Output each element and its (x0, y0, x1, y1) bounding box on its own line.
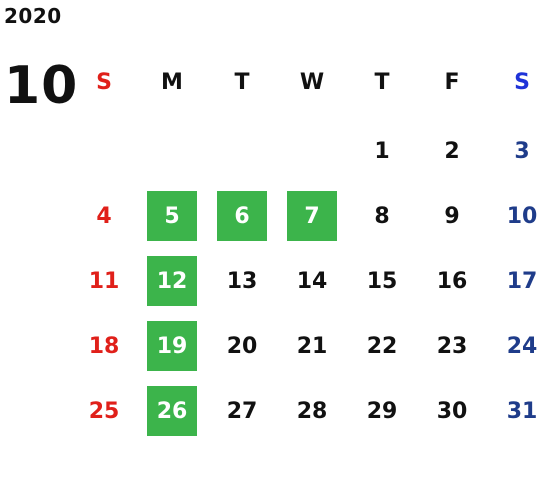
day-cell[interactable]: 9 (444, 203, 460, 229)
weekday-header: W (299, 69, 325, 95)
day-cell[interactable]: 16 (436, 268, 468, 294)
day-cell[interactable]: 8 (374, 203, 390, 229)
day-cell[interactable]: 25 (88, 398, 120, 424)
day-cell-highlighted[interactable]: 7 (287, 191, 337, 241)
day-cell[interactable]: 13 (226, 268, 258, 294)
weekday-header: S (514, 69, 530, 95)
day-cell[interactable]: 11 (88, 268, 120, 294)
day-cell[interactable]: 18 (88, 333, 120, 359)
year-label: 2020 (4, 4, 62, 28)
day-cell-highlighted[interactable]: 26 (147, 386, 197, 436)
day-cell[interactable]: 2 (444, 138, 460, 164)
day-cell[interactable]: 10 (506, 203, 538, 229)
day-cell[interactable]: 27 (226, 398, 258, 424)
day-cell[interactable]: 20 (226, 333, 258, 359)
weekday-header: T (234, 69, 250, 95)
weekday-header: M (161, 69, 183, 95)
day-cell[interactable]: 22 (366, 333, 398, 359)
day-cell[interactable]: 30 (436, 398, 468, 424)
weekday-header: S (96, 69, 112, 95)
day-cell[interactable]: 28 (296, 398, 328, 424)
day-cell[interactable]: 17 (506, 268, 538, 294)
day-cell[interactable]: 14 (296, 268, 328, 294)
day-cell[interactable]: 23 (436, 333, 468, 359)
day-cell-highlighted[interactable]: 12 (147, 256, 197, 306)
month-number: 10 (4, 56, 79, 116)
day-cell[interactable]: 29 (366, 398, 398, 424)
weekday-header: T (374, 69, 390, 95)
day-cell-highlighted[interactable]: 6 (217, 191, 267, 241)
weekday-header: F (444, 69, 460, 95)
day-cell[interactable]: 4 (96, 203, 112, 229)
day-cell[interactable]: 3 (514, 138, 530, 164)
day-cell-highlighted[interactable]: 19 (147, 321, 197, 371)
day-cell[interactable]: 1 (374, 138, 390, 164)
day-cell[interactable]: 31 (506, 398, 538, 424)
day-cell[interactable]: 24 (506, 333, 538, 359)
day-cell[interactable]: 21 (296, 333, 328, 359)
day-cell-highlighted[interactable]: 5 (147, 191, 197, 241)
day-cell[interactable]: 15 (366, 268, 398, 294)
